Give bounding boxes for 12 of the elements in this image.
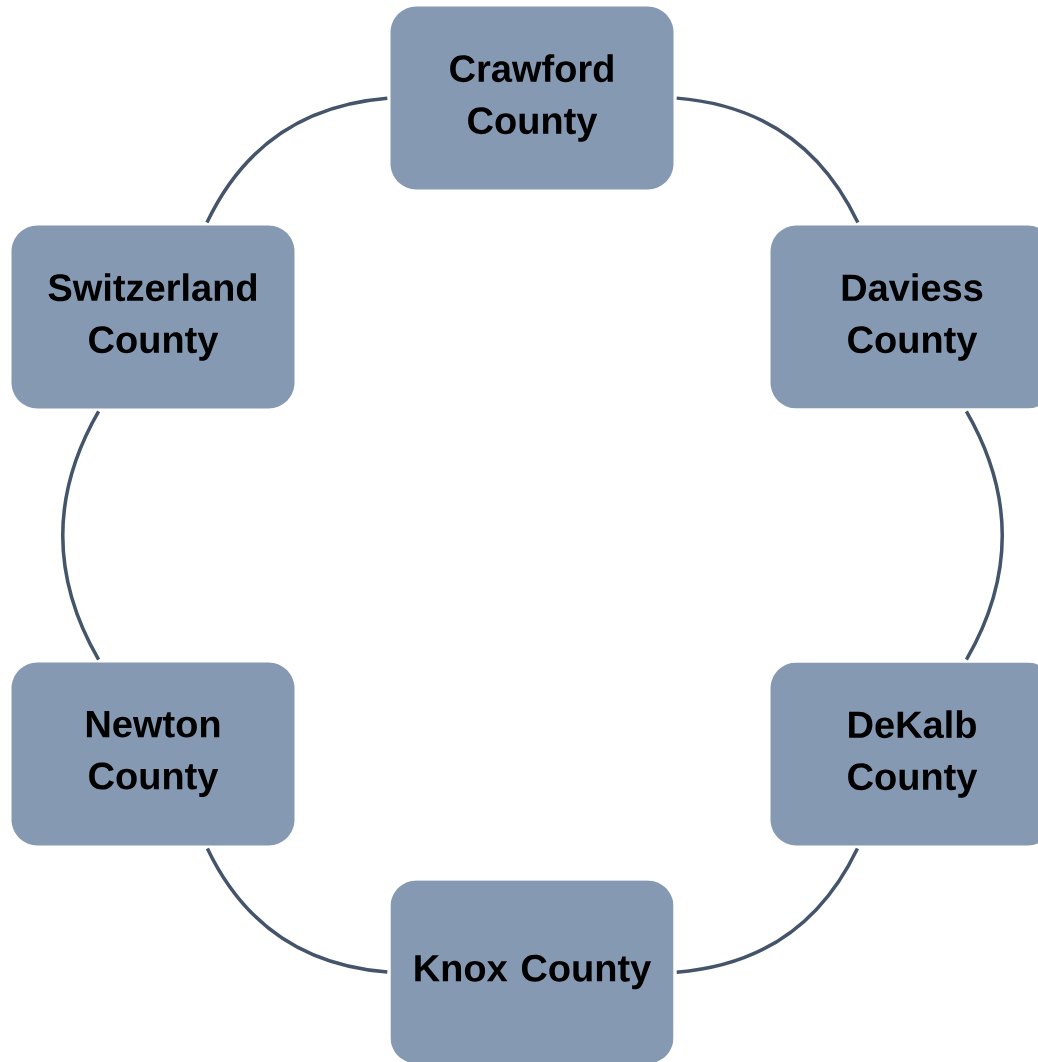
county-box: Switzerland County xyxy=(11,225,295,409)
county-box: Crawford County xyxy=(390,6,674,190)
connector-arc xyxy=(676,96,860,224)
connector-arc xyxy=(964,410,1005,661)
connector-arc xyxy=(205,847,388,974)
connector-arc xyxy=(676,847,859,974)
connector-arc xyxy=(60,410,101,661)
county-box: Daviess County xyxy=(770,225,1038,409)
county-box: DeKalb County xyxy=(770,662,1038,846)
connector-arc xyxy=(205,96,388,224)
county-box: Newton County xyxy=(11,662,295,846)
county-box: Knox County xyxy=(390,880,674,1062)
